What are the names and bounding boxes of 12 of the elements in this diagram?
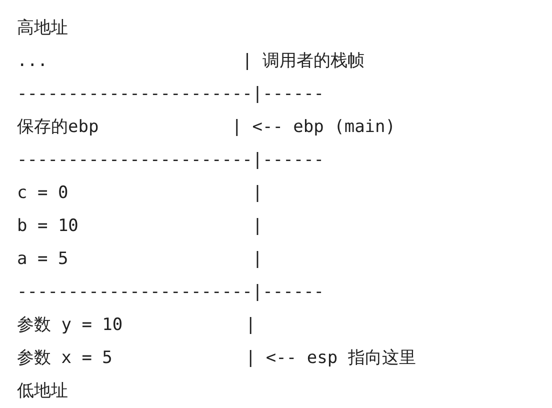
code-line: 参数 y = 10 |	[17, 314, 256, 336]
code-line: 参数 x = 5 | <-- esp 指向这里	[17, 347, 416, 369]
code-line: a = 5 |	[17, 248, 263, 270]
code-line: c = 0 |	[17, 182, 263, 204]
code-line: -----------------------|------	[17, 83, 324, 105]
code-line: -----------------------|------	[17, 149, 324, 171]
code-line: 保存的ebp | <-- ebp (main)	[17, 116, 396, 138]
code-line: 低地址	[17, 380, 68, 402]
code-line: 高地址	[17, 17, 68, 39]
code-line: ... | 调用者的栈帧	[17, 50, 365, 72]
code-line: b = 10 |	[17, 215, 263, 237]
code-line: -----------------------|------	[17, 281, 324, 303]
